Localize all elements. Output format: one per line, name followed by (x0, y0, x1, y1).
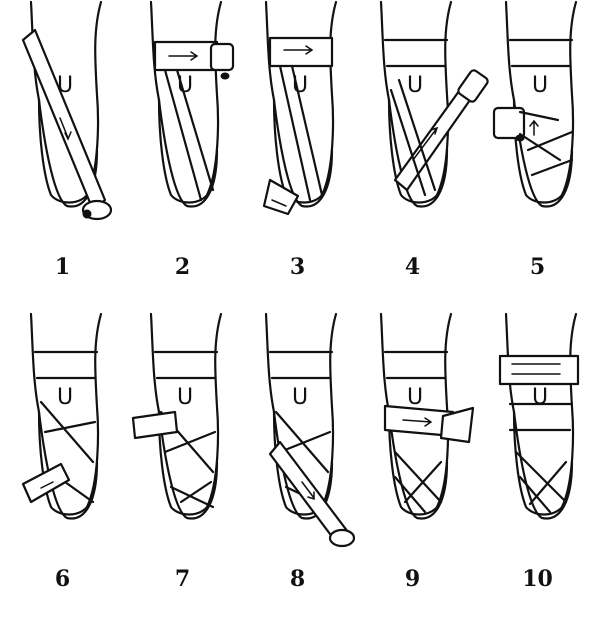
step-number: 6 (5, 566, 120, 592)
step-number: 5 (480, 254, 595, 280)
foot-illustration: U (480, 312, 595, 552)
leg-mark: U (532, 73, 548, 98)
leg-mark: U (292, 385, 308, 410)
step-number: 2 (125, 254, 240, 280)
foot-illustration: U (5, 0, 120, 240)
step-number: 10 (480, 566, 595, 592)
step-number: 3 (240, 254, 355, 280)
leg-and-bandage: U (381, 2, 489, 207)
leg-mark: U (57, 73, 73, 98)
foot-illustration: U (355, 312, 470, 552)
leg-and-bandage: U (151, 2, 233, 207)
leg-mark: U (292, 73, 308, 98)
foot-illustration: U (240, 0, 355, 240)
leg-and-bandage: U (23, 314, 101, 519)
step-number: 9 (355, 566, 470, 592)
leg-and-bandage: U (494, 2, 576, 207)
foot-illustration: U (125, 0, 240, 240)
leg-mark: U (532, 385, 548, 410)
step-number: 4 (355, 254, 470, 280)
leg-and-bandage: U (264, 2, 336, 214)
leg-mark: U (177, 73, 193, 98)
foot-illustration: U (240, 312, 355, 552)
foot-illustration: U (125, 312, 240, 552)
leg-and-bandage: U (381, 314, 473, 519)
step-number: 8 (240, 566, 355, 592)
leg-mark: U (407, 385, 423, 410)
leg-mark: U (177, 385, 193, 410)
leg-and-bandage: U (23, 2, 111, 219)
leg-mark: U (57, 385, 73, 410)
leg-and-bandage: U (500, 314, 578, 519)
step-number: 7 (125, 566, 240, 592)
step-number: 1 (5, 254, 120, 280)
foot-illustration: U (480, 0, 595, 240)
step-10: U 10 (480, 312, 595, 624)
foot-illustration: U (355, 0, 470, 240)
foot-illustration: U (5, 312, 120, 552)
leg-mark: U (407, 73, 423, 98)
leg-and-bandage: U (266, 314, 354, 546)
leg-and-bandage: U (133, 314, 221, 519)
